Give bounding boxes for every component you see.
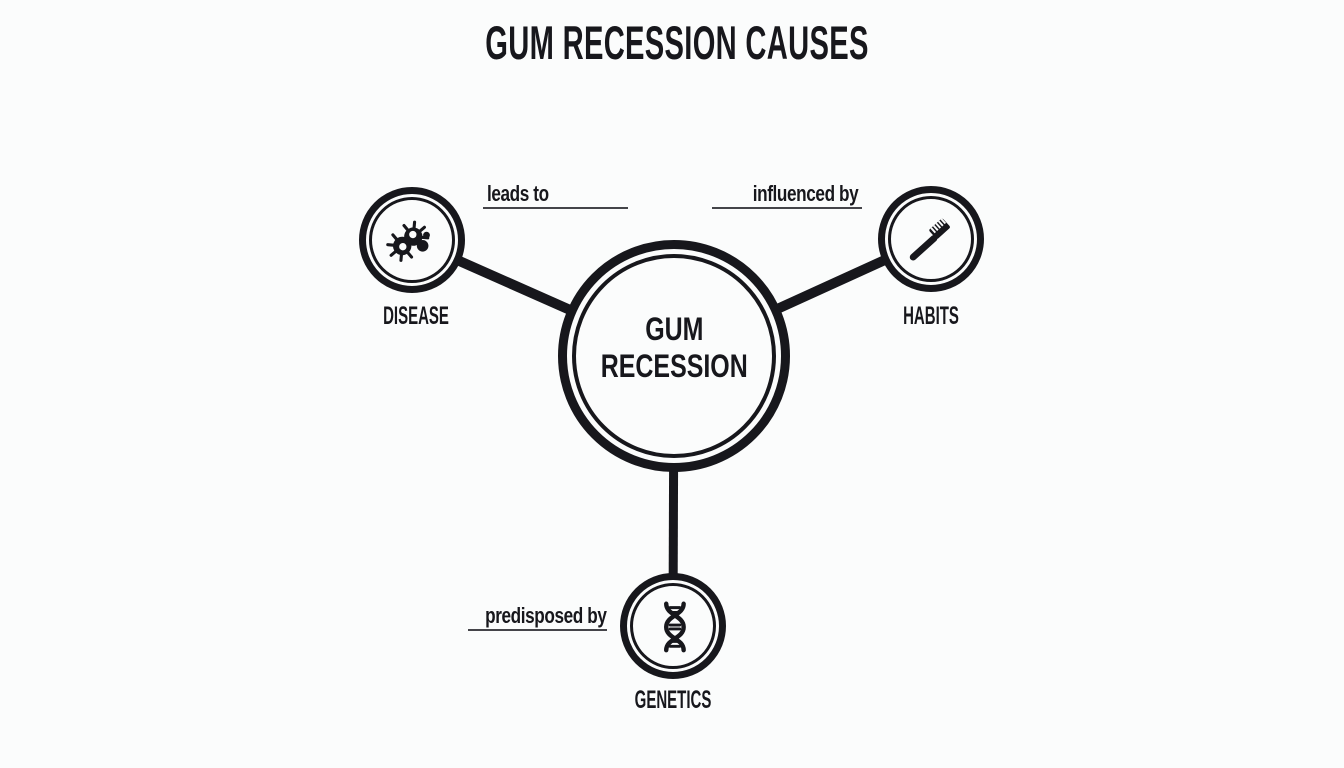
bacteria-icon: [386, 220, 430, 262]
edge-label-leads-to: leads to: [483, 181, 628, 209]
node-habits: [878, 186, 984, 292]
center-node-label: GUM RECESSION: [600, 310, 748, 384]
label-disease: DISEASE: [383, 302, 449, 330]
edge-label-predisposed-by: predisposed by: [468, 603, 607, 631]
node-disease: [359, 187, 465, 293]
label-habits: HABITS: [903, 302, 959, 330]
node-gum-recession: GUM RECESSION: [558, 240, 790, 472]
toothbrush-icon: [909, 218, 950, 261]
label-genetics: GENETICS: [634, 686, 712, 714]
edge-label-influenced-by: influenced by: [712, 181, 862, 209]
dna-icon: [664, 601, 686, 653]
node-genetics: [620, 573, 726, 679]
diagram-title: GUM RECESSION CAUSES: [485, 16, 869, 69]
